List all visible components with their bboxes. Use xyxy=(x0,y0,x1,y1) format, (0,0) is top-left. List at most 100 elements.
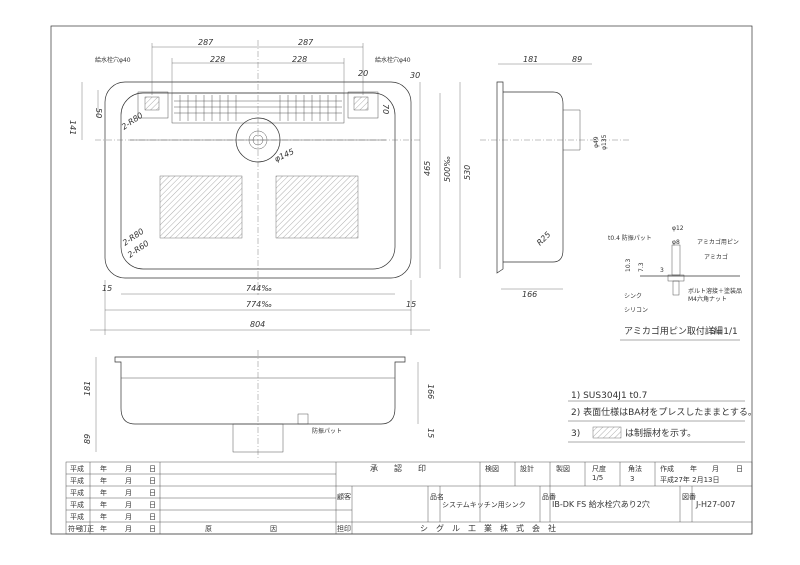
rev-month-5: 月 xyxy=(125,513,132,521)
side-dim-166: 166 xyxy=(522,290,537,299)
side-dim-89: 89 xyxy=(572,55,582,64)
rev-day-3: 日 xyxy=(149,489,156,497)
faucet-hole-right xyxy=(353,96,369,111)
col-sign: 符号 xyxy=(68,524,82,533)
model-label: 品番 xyxy=(542,493,556,501)
rev-day-4: 日 xyxy=(149,501,156,509)
front-pad-label: 防振パット xyxy=(312,427,342,435)
dim-50: 50 xyxy=(94,108,103,118)
detail-silicone-label: シリコン xyxy=(624,307,648,314)
rev-month-2: 月 xyxy=(125,477,132,485)
radius-r80-top: 2-R80 xyxy=(120,111,145,132)
detail-nut-label: M4六角ナット xyxy=(688,295,727,303)
damping-area-right xyxy=(275,175,359,239)
front-dim-89: 89 xyxy=(83,434,92,444)
note-1: 1) SUS304J1 t0.7 xyxy=(571,391,647,401)
faucet-hole-left-pad xyxy=(137,91,169,119)
faucet-hole-label-left: 給水栓穴φ40 xyxy=(95,56,131,64)
drawing-number-label: 図番 xyxy=(682,493,696,501)
detail-pin-label: アミカゴ用ピン xyxy=(697,238,739,246)
notes: 1) SUS304J1 t0.7 2) 表面仕様はBA材をプレスしたままとする。… xyxy=(571,391,757,439)
date-value: 平成27年 2月13日 xyxy=(660,475,720,484)
dim-70: 70 xyxy=(381,104,390,114)
rev-year-5: 年 xyxy=(100,512,107,521)
rev-month-1: 月 xyxy=(125,465,132,473)
date-month: 月 xyxy=(712,465,719,473)
drawing-number: J-H27-007 xyxy=(695,500,735,509)
col-reason-2: 因 xyxy=(270,525,277,533)
detail-title: アミカゴ用ピン取付詳細 xyxy=(624,325,723,337)
front-dim-181: 181 xyxy=(83,381,92,396)
col-day: 日 xyxy=(149,525,156,533)
detail-sink-label: シンク xyxy=(624,293,642,300)
detail-phi8: φ8 xyxy=(672,239,680,246)
side-phi135: φ135 xyxy=(601,134,608,150)
rev-day-5: 日 xyxy=(149,513,156,521)
detail-dim-7-3: 7.3 xyxy=(638,262,645,272)
name-value: システムキッチン用シンク xyxy=(442,501,526,509)
front-bowl xyxy=(114,356,406,425)
dim-774: 774‰ xyxy=(246,300,272,309)
dim-287-left: 287 xyxy=(198,38,214,47)
date-year: 年 xyxy=(690,464,697,473)
col-month: 月 xyxy=(125,525,132,533)
rev-day-1: 日 xyxy=(149,465,156,473)
angle-value: 3 xyxy=(630,475,634,483)
plan-dimensions xyxy=(81,43,461,335)
scale-value: 1/5 xyxy=(592,474,603,482)
dim-30: 30 xyxy=(410,71,420,80)
dim-15-right: 15 xyxy=(406,300,416,309)
rev-era-4: 平成 xyxy=(70,500,84,509)
name-label: 品名 xyxy=(430,492,444,501)
rev-year-1: 年 xyxy=(100,464,107,473)
detail-kago-label: アミカゴ xyxy=(704,253,728,261)
detail-scale: S=1/1 xyxy=(710,327,738,337)
company-name: シ グ ル 工 業 株 式 会 社 xyxy=(420,523,556,533)
rev-era-2: 平成 xyxy=(70,476,84,485)
rev-month-3: 月 xyxy=(125,489,132,497)
detail-phi12: φ12 xyxy=(672,225,684,232)
pin-detail-text: t0.4 防振パット φ12 φ8 アミカゴ用ピン アミカゴ 10.3 7.3 … xyxy=(608,225,742,337)
side-dim-181: 181 xyxy=(523,55,538,64)
damping-legend-swatch xyxy=(592,426,622,439)
rev-year-2: 年 xyxy=(100,476,107,485)
front-dim-15: 15 xyxy=(426,428,435,438)
dim-20: 20 xyxy=(358,69,368,78)
dim-141: 141 xyxy=(68,120,77,135)
faucet-hole-label-right: 給水栓穴φ40 xyxy=(375,56,411,64)
col-reason-1: 原 xyxy=(205,525,212,533)
title-block-grid xyxy=(65,461,753,535)
detail-pad-label: t0.4 防振パット xyxy=(608,234,652,242)
damping-area-left xyxy=(159,175,243,239)
dim-465: 465 xyxy=(423,161,432,176)
detail-bolt-label: ボルト溶接＋塗装品 xyxy=(688,287,742,295)
col-year: 年 xyxy=(100,524,107,533)
design-label: 設計 xyxy=(520,464,534,473)
dim-500: 500‰ xyxy=(443,156,452,182)
side-r25: R25 xyxy=(535,230,553,248)
check-label: 検図 xyxy=(485,464,499,473)
approval-label: 承 認 印 xyxy=(370,463,426,473)
rev-year-4: 年 xyxy=(100,500,107,509)
col-rev: 訂正 xyxy=(80,524,94,533)
dim-228-left: 228 xyxy=(210,55,225,64)
dim-287-right: 287 xyxy=(298,38,314,47)
rev-month-4: 月 xyxy=(125,501,132,509)
date-label: 作成 xyxy=(660,464,674,473)
date-day: 日 xyxy=(736,465,743,473)
faucet-hole-left xyxy=(144,96,160,111)
side-dimension-text: 181 89 166 φ49 φ135 R25 xyxy=(522,55,608,299)
model-value: IB-DK FS 給水栓穴あり2穴 xyxy=(552,499,650,509)
note-3-text: は制振材を示す。 xyxy=(625,427,696,439)
title-block-text: 平成 年 月 日 平成 年 月 日 平成 年 月 日 平成 年 月 日 平成 年… xyxy=(68,463,743,533)
front-dim-166: 166 xyxy=(426,384,435,399)
customer-label: 顧客 xyxy=(337,492,351,501)
side-phi49: φ49 xyxy=(593,136,600,148)
rev-era-5: 平成 xyxy=(70,512,84,521)
dim-phi145: φ145 xyxy=(273,147,295,164)
dim-530: 530 xyxy=(463,165,472,180)
note-2: 2) 表面仕様はBA材をプレスしたままとする。 xyxy=(571,406,757,418)
rev-day-2: 日 xyxy=(149,477,156,485)
scale-label: 尺度 xyxy=(592,464,606,473)
dim-744: 744‰ xyxy=(246,284,272,293)
